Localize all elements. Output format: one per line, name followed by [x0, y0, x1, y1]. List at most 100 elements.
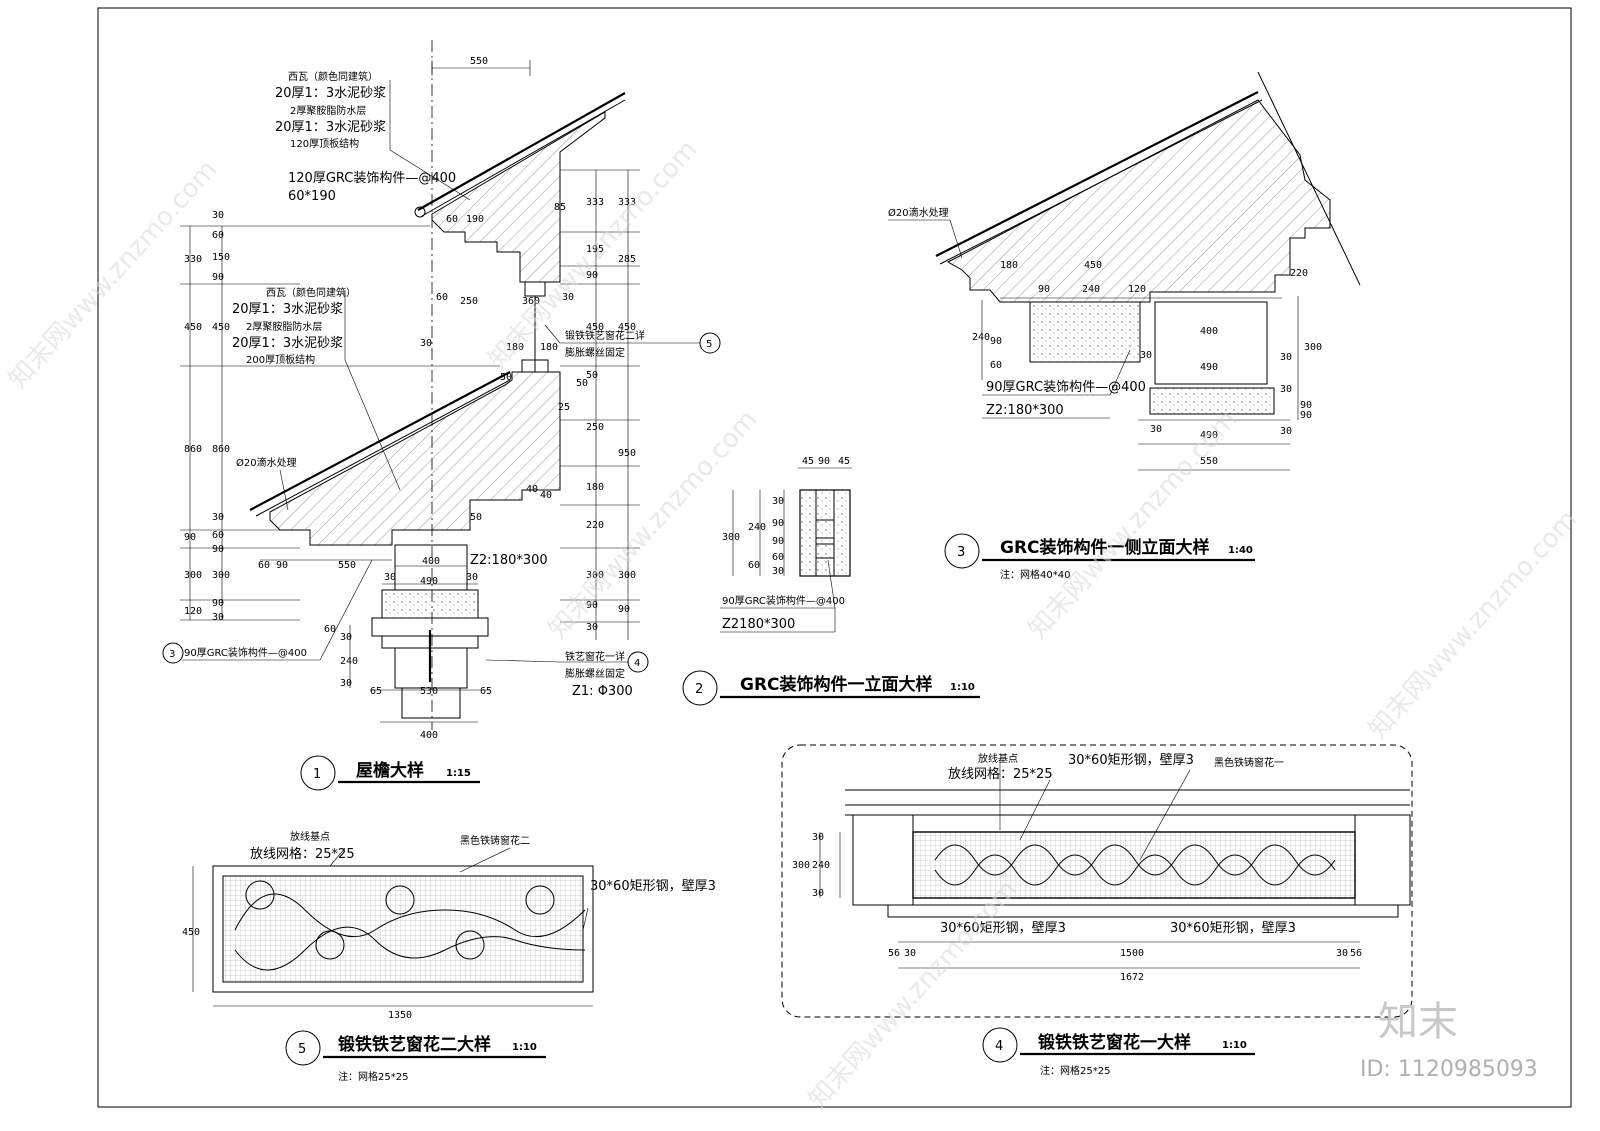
- detail-5-number-circle: [285, 1030, 321, 1066]
- ref-5-text: 5: [706, 339, 712, 350]
- ref-4-text: 4: [634, 658, 640, 669]
- detail-5-tube: 30*60矩形钢，壁厚3: [590, 879, 716, 894]
- grc-top-size: 60*190: [288, 189, 336, 204]
- dim: 50: [576, 378, 588, 389]
- callout-bottom-2: 20厚1：3水泥砂浆: [232, 302, 343, 317]
- dim: 56: [1350, 948, 1362, 959]
- detail-1-number-circle: [300, 755, 336, 791]
- dim: 333: [586, 197, 604, 208]
- dim: 490: [420, 576, 438, 587]
- dim: 90: [212, 598, 224, 609]
- detail-4-number-circle: [982, 1027, 1018, 1063]
- dim: 30: [1140, 350, 1152, 361]
- dim: 60: [324, 624, 336, 635]
- detail-4-iron-window-1: [781, 744, 1413, 1063]
- detail-3-scale: 1:40: [1228, 545, 1253, 556]
- dim: 220: [586, 520, 604, 531]
- dim: 45: [802, 456, 814, 467]
- dim: 30: [586, 622, 598, 633]
- dim: 60: [748, 560, 760, 571]
- drip-note: Ø20滴水处理: [236, 456, 297, 469]
- dim: 1350: [388, 1010, 412, 1021]
- dim: 90: [772, 536, 784, 547]
- detail-5-remark: 注：网格25*25: [338, 1070, 408, 1083]
- watermark-site-4: 知末网www.znzmo.com: [1023, 405, 1243, 645]
- dim: 90: [276, 560, 288, 571]
- ref-circle-4: [627, 651, 649, 673]
- dim: 450: [212, 322, 230, 333]
- dim: 30: [340, 632, 352, 643]
- watermark-brand: 知末: [1378, 999, 1458, 1045]
- dim: 950: [618, 448, 636, 459]
- dim: 240: [972, 332, 990, 343]
- detail-1-eave-section: [162, 40, 721, 791]
- dim: 490: [1200, 430, 1218, 441]
- dim: 60: [212, 530, 224, 541]
- dim: 90: [184, 532, 196, 543]
- dim: 50: [586, 370, 598, 381]
- dim: 300: [1304, 342, 1322, 353]
- dim: 240: [340, 656, 358, 667]
- dim: 50: [470, 512, 482, 523]
- dim: 85: [554, 202, 566, 213]
- dim: 220: [1290, 268, 1308, 279]
- detail-5-scale: 1:10: [512, 1042, 537, 1053]
- detail-2-title: GRC装饰构件一立面大样: [740, 674, 933, 695]
- dim: 90: [212, 544, 224, 555]
- callout-bottom-3: 2厚聚胺脂防水层: [246, 320, 322, 333]
- dim: 860: [212, 444, 230, 455]
- detail-3-note-1: 90厚GRC装饰构件—@400: [986, 380, 1146, 395]
- dim: 180: [586, 482, 604, 493]
- detail-3-number: 3: [957, 545, 965, 560]
- dim: 400: [420, 730, 438, 741]
- dim: 300: [212, 570, 230, 581]
- dim: 90: [212, 272, 224, 283]
- dim: 30: [384, 572, 396, 583]
- dim: 120: [184, 606, 202, 617]
- dim: 45: [838, 456, 850, 467]
- dim: 30: [772, 566, 784, 577]
- dim: 860: [184, 444, 202, 455]
- detail-1-scale: 1:15: [446, 768, 471, 779]
- detail-3-note-2: Z2:180*300: [986, 403, 1064, 418]
- callout-bottom-1: 西瓦（颜色同建筑）: [266, 286, 356, 299]
- dim: 90: [1038, 284, 1050, 295]
- dim: 90: [1300, 400, 1312, 411]
- detail-1-title: 屋檐大样: [356, 760, 424, 781]
- detail-3-remark: 注：网格40*40: [1000, 568, 1070, 581]
- detail-5-text: 放线基点 放线网格：25*25 黑色铁铸窗花二 30*60矩形钢，壁厚3 450…: [182, 830, 716, 1083]
- dim: 180: [506, 342, 524, 353]
- dim: 240: [748, 522, 766, 533]
- dim: 90: [818, 456, 830, 467]
- detail-5-iron-window-2: [192, 847, 594, 1066]
- dim: 60: [990, 360, 1002, 371]
- dim: 30: [466, 572, 478, 583]
- detail-3-drip: Ø20滴水处理: [888, 206, 949, 219]
- dim: 550: [1200, 456, 1218, 467]
- dim: 1672: [1120, 972, 1144, 983]
- detail-4-text: 放线基点 放线网格：25*25 30*60矩形钢，壁厚3 黑色铁铸窗花一 30*…: [792, 752, 1362, 1077]
- dim: 300: [586, 570, 604, 581]
- callout-top-4: 20厚1：3水泥砂浆: [275, 120, 386, 135]
- dim: 30: [1280, 426, 1292, 437]
- callout-top-3: 2厚聚胺脂防水层: [290, 104, 366, 117]
- detail-4-title: 锻铁铁艺窗花一大样: [1038, 1032, 1191, 1053]
- dim: 30: [420, 338, 432, 349]
- dim: 120: [1128, 284, 1146, 295]
- dim: 300: [722, 532, 740, 543]
- dim: 30: [562, 292, 574, 303]
- dim: 450: [618, 322, 636, 333]
- detail-3-number-circle: [944, 533, 980, 569]
- callout-top-2: 20厚1：3水泥砂浆: [275, 86, 386, 101]
- dim: 550: [338, 560, 356, 571]
- dim: 40: [540, 490, 552, 501]
- detail-2-note-1: 90厚GRC装饰构件—@400: [722, 594, 845, 607]
- callout-bottom-4: 20厚1：3水泥砂浆: [232, 336, 343, 351]
- dim: 400: [1200, 326, 1218, 337]
- detail-5-iron-name: 黑色铁铸窗花二: [460, 834, 530, 847]
- z1-label: Z1: Φ300: [572, 684, 633, 699]
- dim: 30: [212, 612, 224, 623]
- iron-note-2b: 膨胀螺丝固定: [565, 667, 625, 680]
- detail-2-number: 2: [695, 682, 703, 697]
